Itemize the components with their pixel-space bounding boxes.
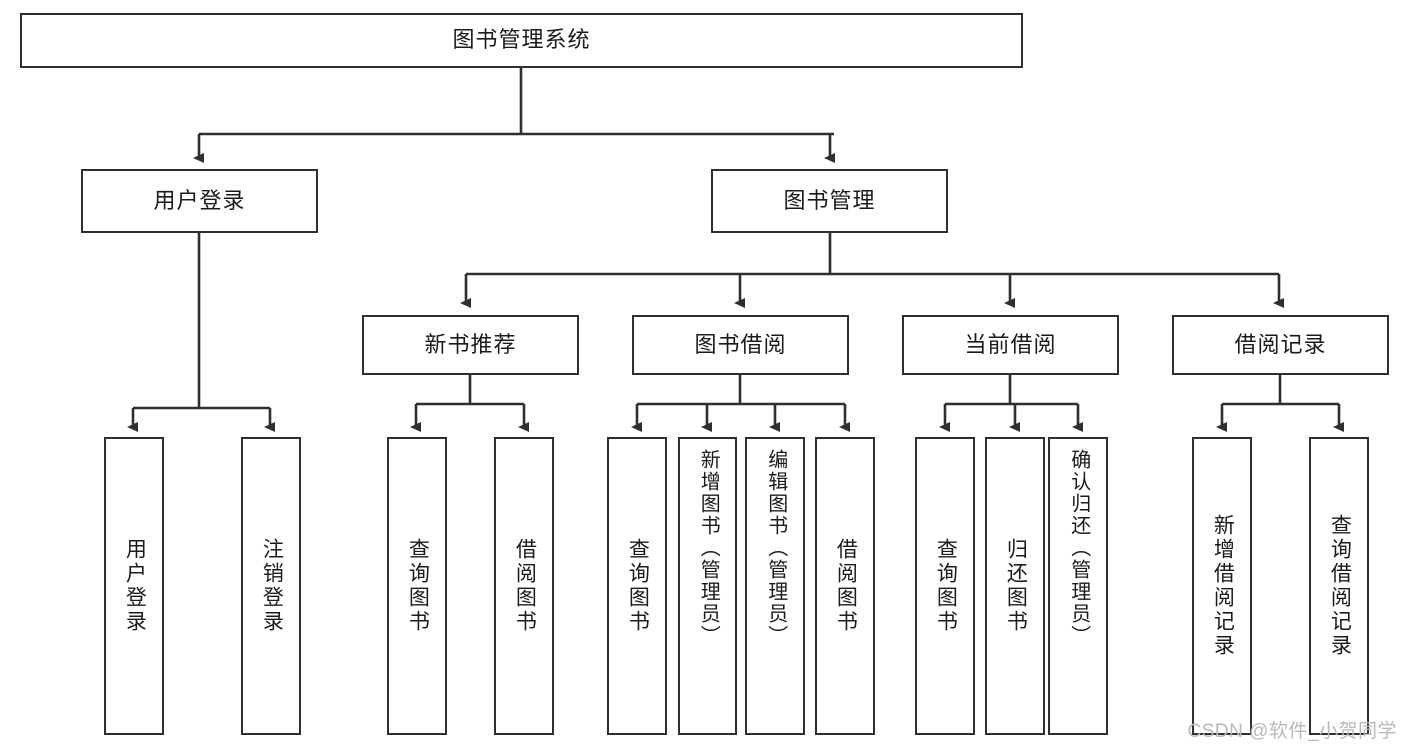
node-new-book-recommend[interactable]: 新书推荐 <box>362 315 579 375</box>
node-leaf-logout-login-label: 注销登录 <box>260 538 284 634</box>
node-leaf-query-record-label: 查询借阅记录 <box>1328 514 1352 658</box>
csdn-watermark: CSDN @软件_小贺同学 <box>1187 721 1397 742</box>
node-leaf-add-book-label: 新增图书（管理员） <box>697 449 720 647</box>
node-leaf-edit-book-label: 编辑图书（管理员） <box>764 449 787 647</box>
node-book-borrow-label: 图书借阅 <box>694 331 787 357</box>
node-leaf-query-book-1[interactable]: 查询图书 <box>387 437 447 735</box>
node-new-book-recommend-label: 新书推荐 <box>424 331 517 357</box>
node-root[interactable]: 图书管理系统 <box>20 13 1023 68</box>
node-leaf-query-book-2-label: 查询图书 <box>626 538 650 634</box>
node-leaf-confirm-return-label: 确认归还（管理员） <box>1067 449 1090 647</box>
node-leaf-query-book-3-label: 查询图书 <box>934 538 958 634</box>
node-book-management-label: 图书管理 <box>783 187 876 213</box>
node-current-borrow[interactable]: 当前借阅 <box>902 315 1119 375</box>
node-book-borrow[interactable]: 图书借阅 <box>632 315 849 375</box>
node-leaf-query-book-3[interactable]: 查询图书 <box>915 437 975 735</box>
node-user-login-label: 用户登录 <box>153 187 246 213</box>
node-leaf-logout-login[interactable]: 注销登录 <box>241 437 301 735</box>
node-borrow-record[interactable]: 借阅记录 <box>1172 315 1389 375</box>
node-leaf-user-login[interactable]: 用户登录 <box>104 437 164 735</box>
node-leaf-return-book-label: 归还图书 <box>1004 538 1028 634</box>
node-leaf-edit-book[interactable]: 编辑图书（管理员） <box>745 437 805 735</box>
node-leaf-query-book-2[interactable]: 查询图书 <box>607 437 667 735</box>
node-leaf-borrow-book-1[interactable]: 借阅图书 <box>494 437 554 735</box>
node-root-label: 图书管理系统 <box>452 27 591 53</box>
node-user-login[interactable]: 用户登录 <box>81 169 318 233</box>
node-leaf-borrow-book-2[interactable]: 借阅图书 <box>815 437 875 735</box>
node-borrow-record-label: 借阅记录 <box>1234 331 1327 357</box>
node-leaf-query-record[interactable]: 查询借阅记录 <box>1309 437 1369 735</box>
node-leaf-add-record[interactable]: 新增借阅记录 <box>1192 437 1252 735</box>
node-leaf-borrow-book-2-label: 借阅图书 <box>834 538 858 634</box>
node-leaf-query-book-1-label: 查询图书 <box>406 538 430 634</box>
node-leaf-user-login-label: 用户登录 <box>123 538 147 634</box>
node-leaf-add-book[interactable]: 新增图书（管理员） <box>678 437 737 735</box>
node-leaf-confirm-return[interactable]: 确认归还（管理员） <box>1048 437 1108 735</box>
node-leaf-return-book[interactable]: 归还图书 <box>985 437 1045 735</box>
node-book-management[interactable]: 图书管理 <box>711 169 948 233</box>
node-leaf-borrow-book-1-label: 借阅图书 <box>513 538 537 634</box>
node-leaf-add-record-label: 新增借阅记录 <box>1211 514 1235 658</box>
node-current-borrow-label: 当前借阅 <box>964 331 1057 357</box>
